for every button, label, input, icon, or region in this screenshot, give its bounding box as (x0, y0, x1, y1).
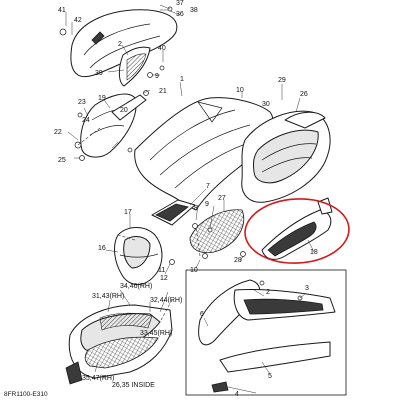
callout-29: 29 (278, 77, 286, 84)
callout-26: 26 (300, 91, 308, 98)
label-33-45: 33,45(RH) (140, 330, 172, 337)
callout-8: 8 (194, 205, 198, 212)
callout-20: 20 (120, 107, 128, 114)
side-bracket-group (74, 90, 149, 161)
callout-41: 41 (58, 7, 66, 14)
callout-21: 21 (159, 88, 167, 95)
label-31-43: 31,43(RH) (92, 293, 124, 300)
callout-42: 42 (74, 17, 82, 24)
callout-12: 12 (160, 275, 168, 282)
lower-shroud (114, 227, 208, 286)
callout-17: 17 (124, 209, 132, 216)
callout-24: 24 (82, 117, 90, 124)
callout-27: 27 (218, 195, 226, 202)
callout-30: 30 (262, 101, 270, 108)
callout-11: 11 (158, 267, 165, 274)
callout-16: 16 (98, 245, 106, 252)
callout-19: 19 (98, 95, 106, 102)
callouts: 41 42 37 38 36 2 39 40 9 1 19 21 23 20 2… (4, 0, 318, 398)
floor-panel (65, 304, 173, 385)
callout-36: 36 (176, 11, 184, 18)
callout-9-top: 9 (155, 73, 159, 80)
label-35-47: 35,47(RH) (82, 375, 114, 382)
callout-18: 18 (310, 249, 318, 256)
label-34-46: 34,46(RH) (120, 283, 152, 290)
callout-22: 22 (54, 129, 62, 136)
callout-5: 5 (268, 373, 272, 380)
callout-3: 3 (305, 285, 309, 292)
callout-7: 7 (206, 183, 210, 190)
detail-box (185, 269, 347, 396)
centre-panels (151, 199, 246, 257)
callout-38: 38 (190, 7, 198, 14)
callout-25: 25 (58, 157, 66, 164)
rear-cowl (241, 110, 331, 203)
highlighted-side-panel (244, 197, 350, 264)
callout-10-top: 10 (236, 87, 244, 94)
callout-9-mid: 9 (205, 201, 209, 208)
callout-2: 2 (266, 289, 270, 296)
callout-6: 6 (200, 311, 204, 318)
label-32-44: 32,44(RH) (150, 297, 182, 304)
guide-lines (77, 127, 201, 323)
callout-10-mid: 10 (190, 267, 198, 274)
callout-1: 1 (180, 76, 184, 83)
leader-lines (65, 4, 315, 375)
callout-2-top: 2 (118, 41, 122, 48)
callout-28: 28 (234, 257, 242, 264)
highlight-circle (244, 198, 350, 264)
callout-39: 39 (95, 70, 103, 77)
callout-40: 40 (158, 45, 166, 52)
diagram-code: 8FR1100-E310 (4, 391, 48, 398)
callout-23: 23 (78, 99, 86, 106)
label-inside: 26,35 INSIDE (112, 382, 155, 389)
callout-4: 4 (235, 391, 239, 398)
callout-37: 37 (176, 0, 184, 7)
